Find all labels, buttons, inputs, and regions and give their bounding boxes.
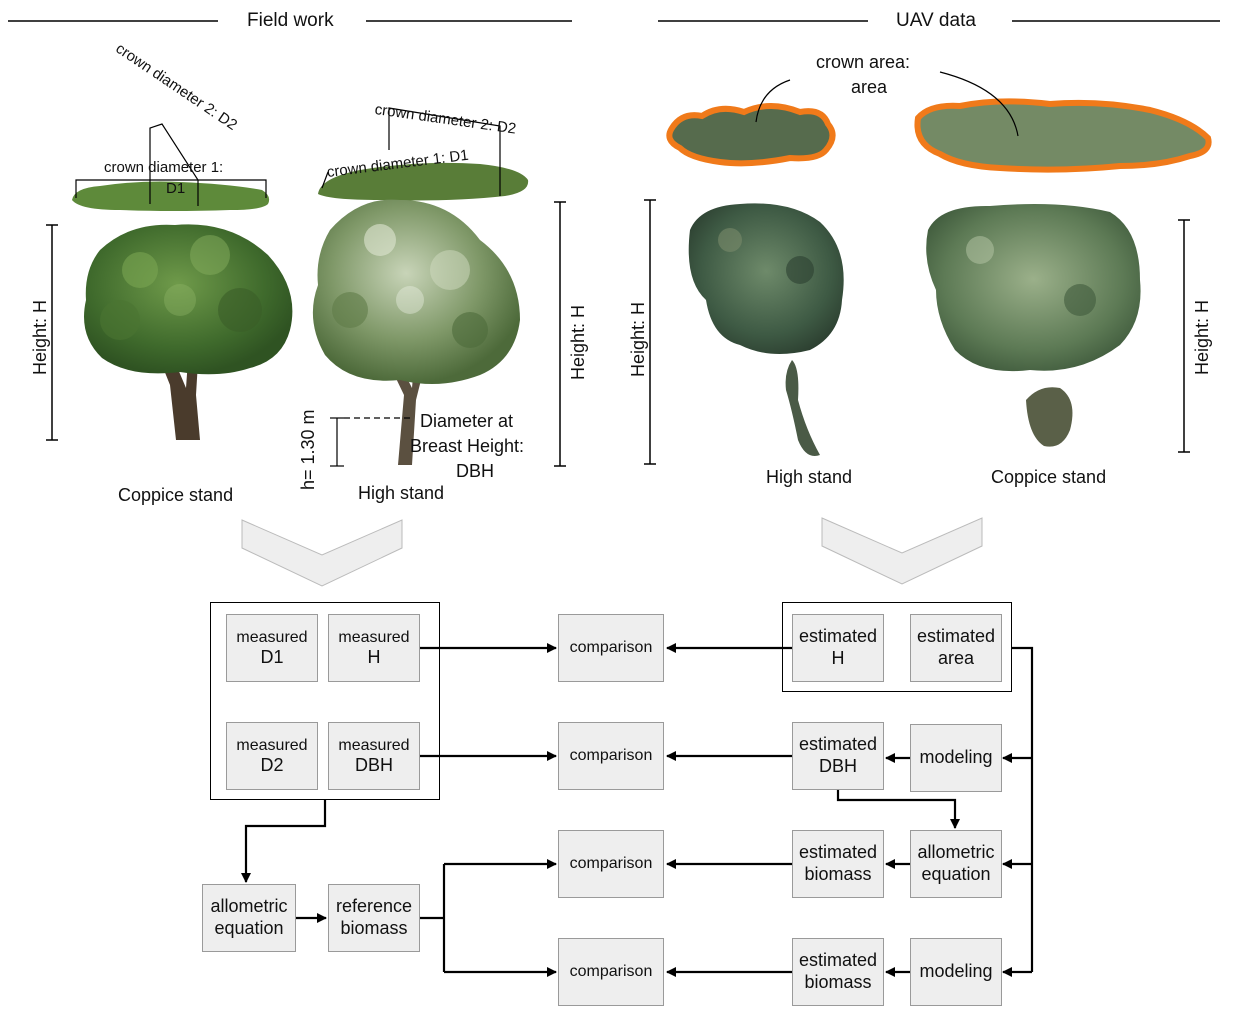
estimated-dbh-box: estimated DBH bbox=[792, 722, 884, 790]
measured-dbh-line-2: DBH bbox=[354, 754, 393, 775]
uav-high-stand-crown-area bbox=[666, 103, 836, 167]
field-work-title: Field work bbox=[247, 10, 334, 31]
allometric-left-line-2: equation bbox=[214, 918, 284, 938]
uav-coppice-height-label: Height: H bbox=[1192, 299, 1212, 375]
uav-high-stand-caption: High stand bbox=[766, 467, 853, 487]
dbh-label-line-1: Diameter at bbox=[420, 411, 514, 431]
measured-d1-box: measured D1 bbox=[226, 614, 318, 682]
coppice-crown-projection bbox=[72, 123, 270, 211]
estimated-h-line-1: estimated bbox=[798, 626, 878, 647]
coppice-tree-image bbox=[84, 224, 293, 440]
estimated-area-line-2: area bbox=[937, 648, 975, 668]
comparison-4-label: comparison bbox=[569, 963, 653, 981]
uav-coppice-crown-area bbox=[914, 98, 1212, 173]
estimated-area-box: estimated area bbox=[910, 614, 1002, 682]
estimated-biomass-2-line-1: estimated bbox=[798, 950, 878, 971]
uav-coppice-height-bar bbox=[1178, 219, 1190, 453]
dbh-label-line-2: Breast Height: bbox=[410, 436, 525, 456]
measured-parameters-group bbox=[210, 602, 440, 800]
comparison-1-label: comparison bbox=[569, 639, 653, 657]
reference-biomass-line-2: biomass bbox=[340, 918, 408, 938]
modeling-2-label: modeling bbox=[919, 961, 993, 982]
estimated-biomass-1-line-2: biomass bbox=[804, 864, 872, 884]
uav-high-stand-height-bar bbox=[644, 199, 656, 465]
uav-coppice-point-cloud bbox=[926, 204, 1141, 447]
measured-d2-line-1: measured bbox=[236, 736, 308, 754]
modeling-box-1: modeling bbox=[910, 724, 1002, 792]
coppice-height-label: Height: H bbox=[30, 299, 50, 375]
allometric-equation-left-box: allometric equation bbox=[202, 884, 296, 952]
coppice-stand-caption: Coppice stand bbox=[118, 485, 234, 505]
modeling-1-label: modeling bbox=[919, 747, 993, 768]
measured-d2-box: measured D2 bbox=[226, 722, 318, 790]
comparison-2-label: comparison bbox=[569, 747, 653, 765]
measured-d1-line-2: D1 bbox=[260, 646, 284, 667]
high-stand-crown-projection bbox=[318, 107, 529, 201]
uav-estimates-group bbox=[782, 602, 1012, 692]
breast-height-markers bbox=[330, 417, 410, 467]
allometric-left-line-1: allometric bbox=[210, 896, 288, 917]
crown-area-label-line-1: crown area: bbox=[816, 52, 911, 72]
crown-diameter-1-label: crown diameter 1: bbox=[104, 159, 224, 176]
reference-biomass-line-1: reference bbox=[335, 896, 413, 917]
estimated-h-box: estimated H bbox=[792, 614, 884, 682]
estimated-biomass-1-line-1: estimated bbox=[798, 842, 878, 863]
estimated-area-line-1: estimated bbox=[916, 626, 996, 647]
uav-high-stand-height-label: Height: H bbox=[628, 301, 648, 377]
coppice-height-bar bbox=[46, 224, 58, 441]
crown-area-label-line-2: area bbox=[851, 77, 888, 97]
estimated-dbh-line-2: DBH bbox=[818, 756, 857, 776]
uav-coppice-stand-caption: Coppice stand bbox=[991, 467, 1107, 487]
flow-connectors bbox=[241, 643, 1034, 977]
estimated-biomass-box-2: estimated biomass bbox=[792, 938, 884, 1006]
high-stand-tree-image bbox=[312, 199, 520, 465]
comparison-box-4: comparison bbox=[558, 938, 664, 1006]
high-stand-height-bar bbox=[554, 201, 566, 467]
estimated-dbh-line-1: estimated bbox=[798, 734, 878, 755]
measured-d2-line-2: D2 bbox=[260, 754, 284, 775]
uav-high-stand-point-cloud bbox=[688, 203, 844, 456]
crown-area-pointers bbox=[755, 71, 1019, 137]
comparison-box-2: comparison bbox=[558, 722, 664, 790]
measured-h-box: measured H bbox=[328, 614, 420, 682]
estimated-biomass-box-1: estimated biomass bbox=[792, 830, 884, 898]
high-stand-caption: High stand bbox=[358, 483, 445, 503]
measured-dbh-line-1: measured bbox=[338, 736, 410, 754]
reference-biomass-box: reference biomass bbox=[328, 884, 420, 952]
modeling-box-2: modeling bbox=[910, 938, 1002, 1006]
measured-h-line-1: measured bbox=[338, 628, 410, 646]
comparison-3-label: comparison bbox=[569, 855, 653, 873]
allometric-right-line-2: equation bbox=[921, 864, 991, 884]
estimated-biomass-2-line-2: biomass bbox=[804, 972, 872, 992]
dbh-label-line-3: DBH bbox=[456, 461, 495, 481]
crown-diameter-1-value: D1 bbox=[166, 180, 186, 197]
comparison-box-3: comparison bbox=[558, 830, 664, 898]
measured-dbh-box: measured DBH bbox=[328, 722, 420, 790]
allometric-equation-right-box: allometric equation bbox=[910, 830, 1002, 898]
breast-height-label: h= 1.30 m bbox=[298, 409, 318, 490]
uav-data-title: UAV data bbox=[896, 10, 976, 31]
estimated-h-line-2: H bbox=[831, 648, 845, 668]
uav-data-chevron-icon bbox=[821, 517, 983, 585]
measured-h-line-2: H bbox=[367, 646, 381, 667]
comparison-box-1: comparison bbox=[558, 614, 664, 682]
field-work-chevron-icon bbox=[241, 519, 403, 587]
allometric-right-line-1: allometric bbox=[917, 842, 995, 863]
measured-d1-line-1: measured bbox=[236, 628, 308, 646]
high-stand-height-label: Height: H bbox=[568, 304, 588, 380]
